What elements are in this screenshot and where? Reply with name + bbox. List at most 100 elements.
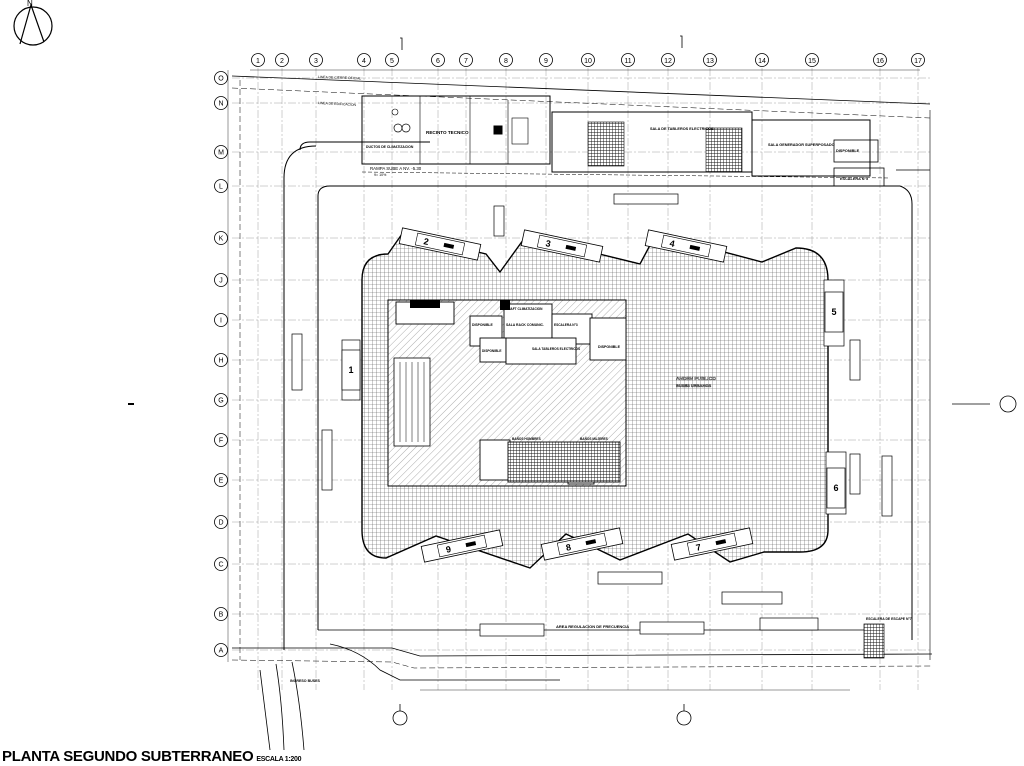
label-escalera-7: ESCALERA DE ESCAPE N°7 — [866, 617, 912, 621]
grid-column-bubble: 16 — [873, 53, 887, 67]
grid-row-bubble: C — [214, 557, 228, 571]
grid-column-label: 5 — [390, 58, 394, 65]
grid-row-label: L — [219, 184, 223, 191]
grid-row-bubble: L — [214, 179, 228, 193]
label-disponible-3: DISPONIBLE — [482, 349, 501, 353]
grid-row-label: N — [218, 101, 223, 108]
grid-column-label: 12 — [664, 58, 672, 65]
drawing-title-text: PLANTA SEGUNDO SUBTERRANEO — [2, 748, 254, 765]
grid-column-bubble: 13 — [703, 53, 717, 67]
grid-column-bubble: 7 — [459, 53, 473, 67]
grid-column-bubble: 17 — [911, 53, 925, 67]
grid-row-bubble: J — [214, 273, 228, 287]
label-rampa-pct: 9= 10% — [374, 173, 387, 177]
bus-bay: 2 — [398, 227, 482, 261]
bus-bay-number: 5 — [831, 307, 836, 317]
label-linea-cierre: LINEA DE CIERRE OFICIAL — [318, 75, 361, 81]
grid-column-bubble: 4 — [357, 53, 371, 67]
bus-bay: 4 — [644, 229, 728, 263]
grid-column-label: 13 — [706, 58, 714, 65]
bus-bay: 3 — [520, 229, 604, 263]
bus-bay: 8 — [540, 527, 624, 561]
grid-column-label: 10 — [584, 58, 592, 65]
grid-row-label: H — [218, 358, 223, 365]
grid-column-bubble: 15 — [805, 53, 819, 67]
grid-column-label: 4 — [362, 58, 366, 65]
grid-column-label: 15 — [808, 58, 816, 65]
north-arrow-icon: N — [13, 0, 53, 46]
bus-bay-number: 6 — [833, 483, 838, 493]
grid-row-label: B — [219, 612, 224, 619]
bus-bay-number: 1 — [348, 365, 353, 375]
label-anden-sub: BUSES URBANOS — [676, 383, 711, 388]
grid-row-label: E — [219, 478, 224, 485]
grid-column-label: 11 — [624, 58, 631, 65]
bus-bay: 9 — [420, 529, 504, 563]
label-area-regulacion: AREA REGULACION DE FRECUENCIA — [556, 624, 629, 629]
label-banos-hombres: BAÑOS HOMBRES — [512, 436, 541, 441]
drawing-scale: ESCALA 1:200 — [256, 756, 302, 763]
label-ductos: DUCTOS DE CLIMATIZACION — [366, 145, 414, 149]
section-markers — [128, 35, 1017, 726]
north-label: N — [27, 0, 33, 8]
label-escalera-3: ESCALERA N°3 — [554, 323, 578, 327]
bus-bay: 5 — [824, 291, 844, 333]
label-linea-edif: LINEA DE EDIFICACION — [318, 101, 357, 107]
grid-row-bubble: D — [214, 515, 228, 529]
bus-bay-number: 2 — [423, 236, 430, 247]
grid-column-label: 2 — [280, 58, 284, 65]
grid-column-label: 16 — [876, 58, 884, 65]
bus-bays: 2 3 4 9 8 7 5 6 1 — [341, 227, 846, 563]
grid-row-label: K — [219, 236, 224, 243]
grid-row-bubble: F — [214, 433, 228, 447]
grid-row-label: M — [218, 150, 224, 157]
grid-row-bubble: H — [214, 353, 228, 367]
grid-column-label: 8 — [504, 58, 508, 65]
bus-bay: 6 — [826, 467, 846, 509]
grid-row-label: D — [218, 520, 223, 527]
label-sala-tableros: SALA DE TABLEROS ELECTRICOS — [650, 127, 714, 131]
label-ingreso-buses: INGRESO BUSES — [290, 679, 321, 683]
grid-row-label: G — [218, 398, 223, 405]
grid-column-bubble: 14 — [755, 53, 769, 67]
grid-column-bubble: 8 — [499, 53, 513, 67]
grid-row-bubble: M — [214, 145, 228, 159]
service-rooms-strip — [361, 95, 891, 187]
bus-bay-number: 4 — [669, 238, 676, 249]
grid-column-bubble: 11 — [621, 53, 635, 67]
grid-row-bubble: I — [214, 313, 228, 327]
grid-row-label: F — [219, 438, 223, 445]
grid-row-bubble: G — [214, 393, 228, 407]
grid-row-bubble: O — [214, 71, 228, 85]
grid-column-label: 6 — [436, 58, 440, 65]
site-boundary — [231, 75, 933, 669]
grid-row-bubble: K — [214, 231, 228, 245]
label-rampa: RAMPA SUBE A NV. -5.30 — [370, 166, 422, 171]
grid-column-bubble: 2 — [275, 53, 289, 67]
grid-row-bubble: E — [214, 473, 228, 487]
grid-row-label: A — [219, 648, 224, 655]
grid-row-label: J — [219, 278, 223, 285]
label-escalera-5: ESCALERA N°5 — [840, 177, 868, 181]
grid-row-label: C — [218, 562, 223, 569]
label-anden: ANDEN PUBLICO — [676, 376, 716, 382]
grid-column-bubble: 12 — [661, 53, 675, 67]
grid-row-bubble: A — [214, 643, 228, 657]
label-disponible-2: DISPONIBLE — [598, 345, 621, 349]
grid-column-bubble: 9 — [539, 53, 553, 67]
label-shaft: SHAFT CLIMATIZACION — [506, 307, 543, 311]
grid-column-bubble: 1 — [251, 53, 265, 67]
bus-outlines — [291, 193, 893, 659]
grid-column-bubble: 10 — [581, 53, 595, 67]
grid-column-label: 7 — [464, 58, 468, 65]
grid-column-label: 1 — [256, 58, 260, 65]
grid-column-label: 3 — [314, 58, 318, 65]
grid-column-bubble: 3 — [309, 53, 323, 67]
bus-bay-number: 7 — [695, 542, 702, 553]
grid-column-label: 14 — [758, 58, 766, 65]
bus-bay-number: 9 — [445, 544, 452, 555]
grid-column-bubble: 6 — [431, 53, 445, 67]
